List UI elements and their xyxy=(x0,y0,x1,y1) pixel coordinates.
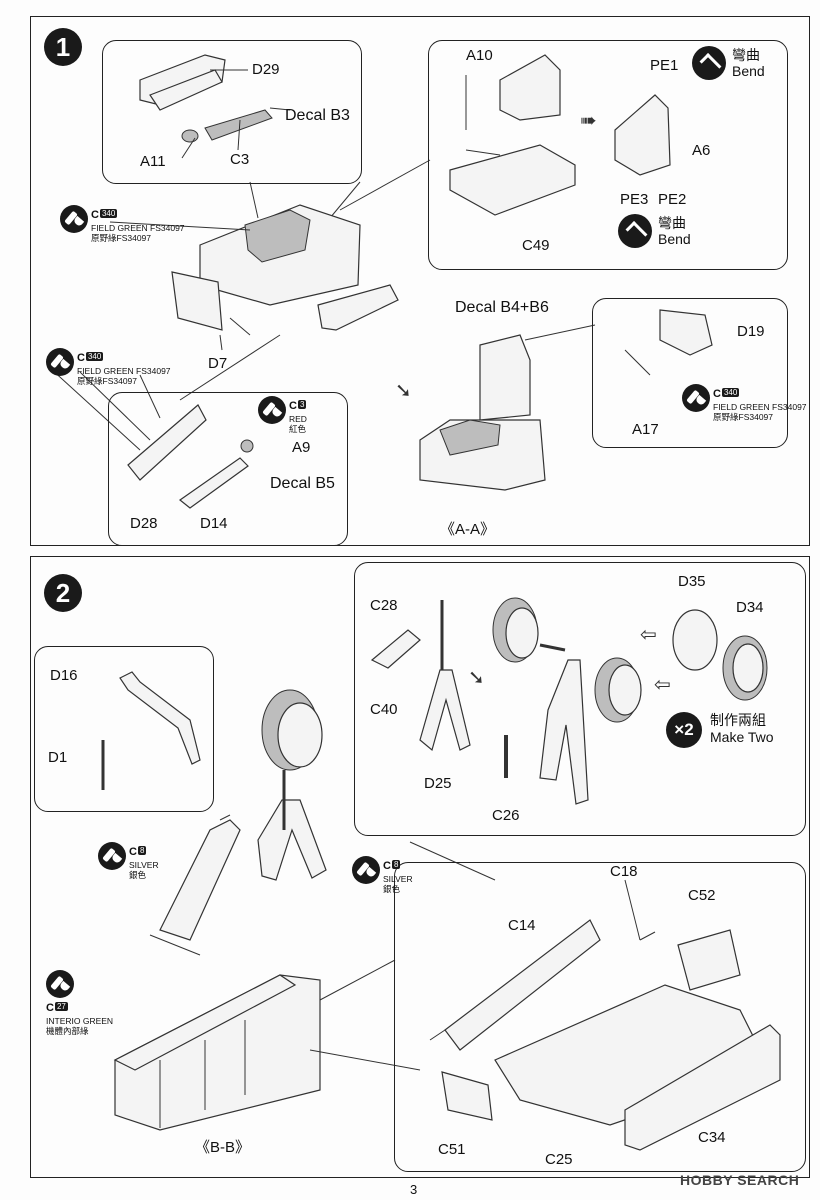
bend-zh: 彎曲 xyxy=(732,47,760,63)
paint-name: FIELD GREEN FS34097 xyxy=(77,366,171,376)
label-c28: C28 xyxy=(370,597,398,614)
step1-rudder-pedal-callout xyxy=(592,298,788,448)
label-d16: D16 xyxy=(50,667,78,684)
paint-name-zh: 銀色 xyxy=(129,870,147,880)
paint-name-zh: 原野綠FS34097 xyxy=(713,412,773,422)
label-pe1: PE1 xyxy=(650,57,679,74)
paint-brush-icon xyxy=(60,205,88,233)
paint-brush-icon xyxy=(682,384,710,412)
label-c14: C14 xyxy=(508,917,536,934)
step2-main-gear-callout xyxy=(354,562,806,836)
arrow-right-icon: ➘ xyxy=(468,667,485,689)
page-number: 3 xyxy=(410,1182,418,1197)
label-a6: A6 xyxy=(692,142,711,159)
bend-en: Bend xyxy=(658,231,691,247)
make-two-text: 制作兩組 Make Two xyxy=(710,712,774,746)
step1-lower-left-callout xyxy=(108,392,348,546)
label-pe2: PE2 xyxy=(658,191,687,208)
paint-name-zh: 原野綠FS34097 xyxy=(91,233,151,243)
label-c34: C34 xyxy=(698,1129,726,1146)
paint-name: SILVER xyxy=(383,874,413,884)
paint-brush-icon xyxy=(258,396,286,424)
paint-name-zh: 銀色 xyxy=(383,884,401,894)
paint-name: RED xyxy=(289,414,307,424)
label-c40: C40 xyxy=(370,701,398,718)
label-c52: C52 xyxy=(688,887,716,904)
paint-name: FIELD GREEN FS34097 xyxy=(713,402,807,412)
label-a10: A10 xyxy=(466,47,493,64)
label-section-aa: 《A-A》 xyxy=(440,521,496,538)
bend-en: Bend xyxy=(732,63,765,79)
label-d35: D35 xyxy=(678,573,706,590)
arrow-left-icon: ⇦ xyxy=(654,674,671,696)
label-c49: C49 xyxy=(522,237,550,254)
label-section-bb: 《B-B》 xyxy=(195,1139,251,1156)
paint-brush-icon xyxy=(98,842,126,870)
arrow-left-icon: ⇦ xyxy=(640,624,657,646)
paint-brush-icon xyxy=(46,970,74,998)
label-c25: C25 xyxy=(545,1151,573,1168)
arrow-down-right-icon: ➘ xyxy=(395,380,412,402)
label-d25: D25 xyxy=(424,775,452,792)
step1-seat-callout xyxy=(428,40,788,270)
step2-frame xyxy=(30,556,810,1178)
step1-number: 1 xyxy=(44,28,82,66)
label-c51: C51 xyxy=(438,1141,466,1158)
arrow-left-icon: ➠ xyxy=(580,110,597,132)
paint-name-zh: 紅色 xyxy=(289,424,307,434)
paint-name-zh: 原野綠FS34097 xyxy=(77,376,137,386)
paint-name: SILVER xyxy=(129,860,159,870)
label-a11: A11 xyxy=(140,153,166,170)
step1-frame xyxy=(30,16,810,546)
make-two-en: Make Two xyxy=(710,729,774,745)
bend-icon xyxy=(618,214,652,248)
paint-name: INTERIO GREEN xyxy=(46,1016,114,1026)
label-pe3: PE3 xyxy=(620,191,649,208)
label-a17: A17 xyxy=(632,421,659,438)
make-two-zh: 制作兩組 xyxy=(710,712,766,728)
bend-zh: 彎曲 xyxy=(658,215,686,231)
label-decal-b4-b6: Decal B4+B6 xyxy=(455,299,549,316)
label-d29: D29 xyxy=(252,61,280,78)
label-a9: A9 xyxy=(292,439,311,456)
hobby-search-watermark: HOBBY SEARCH xyxy=(680,1172,800,1188)
label-c18: C18 xyxy=(610,863,638,880)
label-d28: D28 xyxy=(130,515,158,532)
step1-seat-frame-callout xyxy=(102,40,362,184)
label-decal-b3: Decal B3 xyxy=(285,107,350,124)
bend-icon xyxy=(692,46,726,80)
make-two-badge: ×2 xyxy=(666,712,702,748)
label-c3: C3 xyxy=(230,151,250,168)
paint-name-zh: 機體內部綠 xyxy=(46,1026,89,1036)
label-d7: D7 xyxy=(208,355,228,372)
label-d14: D14 xyxy=(200,515,228,532)
label-d1: D1 xyxy=(48,749,68,766)
step2-number: 2 xyxy=(44,574,82,612)
label-d34: D34 xyxy=(736,599,764,616)
paint-name: FIELD GREEN FS34097 xyxy=(91,223,185,233)
paint-brush-icon xyxy=(46,348,74,376)
label-decal-b5: Decal B5 xyxy=(270,475,335,492)
label-c26: C26 xyxy=(492,807,520,824)
label-d19: D19 xyxy=(737,323,765,340)
step2-tail-strut-callout xyxy=(34,646,214,812)
step2-fuselage-floor-callout xyxy=(394,862,806,1172)
paint-brush-icon xyxy=(352,856,380,884)
